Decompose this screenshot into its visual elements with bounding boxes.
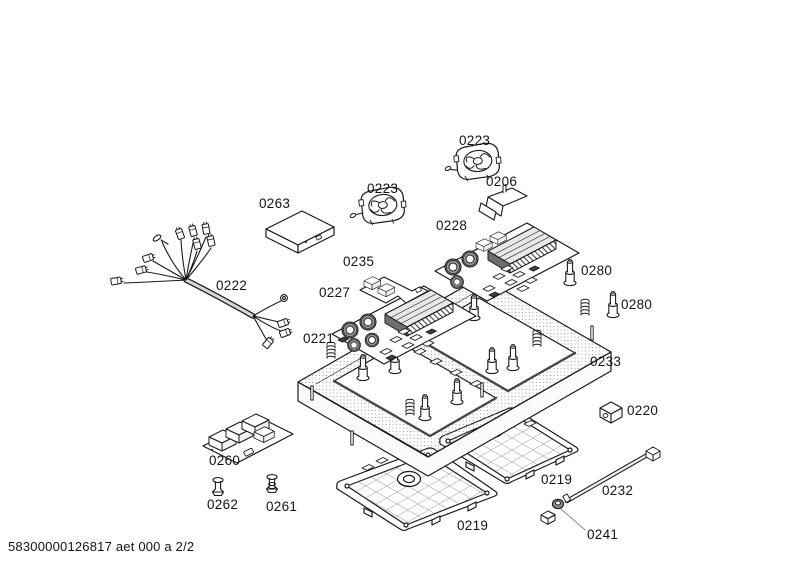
fastener-0262: [211, 477, 225, 497]
part-label-wiring-harness: 0222: [216, 278, 248, 293]
mains-filter-board-0260: [202, 413, 294, 464]
part-label-grommet: 0241: [587, 527, 619, 542]
rod-0232: [562, 446, 661, 504]
part-label-cooling-fan-left: 0223: [367, 181, 399, 196]
power-board-0227: [331, 285, 477, 365]
grommet-0241: [540, 498, 586, 531]
standoff-0280-upper: [563, 259, 577, 287]
part-label-cooling-fan-top: 0223: [459, 133, 491, 148]
main-frame-0221: [297, 276, 612, 477]
part-label-power-board-right: 0228: [436, 218, 468, 233]
part-label-fastener-small: 0262: [207, 497, 239, 512]
part-label-power-board-left: 0227: [319, 285, 351, 300]
cooling-fan-left-0223: [349, 185, 408, 227]
part-label-mains-filter-board: 0260: [209, 453, 241, 468]
fastener-0261: [265, 474, 279, 494]
part-label-fastener-large: 0261: [266, 499, 298, 514]
part-label-standoff-upper: 0280: [581, 263, 613, 278]
cooling-fan-top-0223: [444, 141, 503, 183]
bracket-0206: [478, 184, 528, 221]
part-label-main-frame: 0221: [303, 331, 335, 346]
part-label-tray-right: 0219: [541, 472, 573, 487]
standoff-0280-lower: [606, 291, 620, 319]
filter-box-0263: [265, 210, 335, 254]
part-label-filter-box: 0263: [259, 196, 291, 211]
part-label-rod: 0232: [602, 483, 634, 498]
part-label-bracket: 0206: [486, 174, 518, 189]
tray-left-0219: [336, 447, 498, 532]
relay-board-0235: [359, 276, 429, 304]
part-label-frame-rail: 0233: [590, 354, 622, 369]
part-label-clip: 0220: [627, 403, 659, 418]
document-number: 58300000126817 aet 000 a 2/2: [8, 539, 195, 554]
wiring-harness-0222: [109, 221, 294, 350]
power-board-0228: [434, 222, 580, 302]
part-label-standoff-lower: 0280: [621, 297, 653, 312]
part-label-relay-board: 0235: [343, 254, 375, 269]
part-label-tray-left: 0219: [457, 518, 489, 533]
clip-0220: [599, 401, 623, 424]
